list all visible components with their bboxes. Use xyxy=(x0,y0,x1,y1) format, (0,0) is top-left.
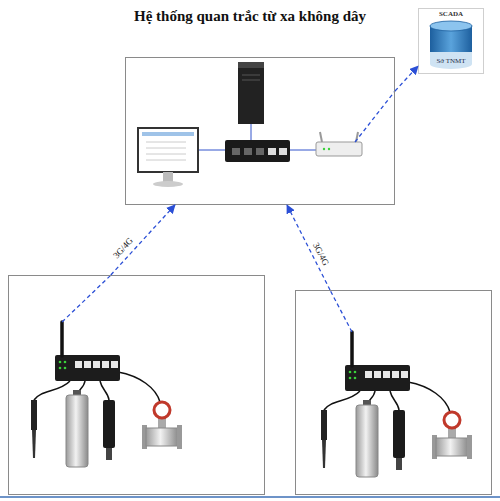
node-heading: SCADA xyxy=(419,11,483,19)
wireless-link xyxy=(395,66,418,91)
bottom-rule xyxy=(0,496,500,498)
link-label: 3G/4G xyxy=(111,236,135,261)
station-box xyxy=(8,275,265,495)
control-center-equipment xyxy=(138,62,362,187)
control-center-box xyxy=(125,57,395,205)
station-box xyxy=(295,290,492,495)
diagram-title: Hệ thống quan trắc từ xa không dây xyxy=(0,8,500,25)
link-label: 3G/4G xyxy=(311,240,331,266)
database-node: SCADA Sở TNMT xyxy=(418,8,484,74)
wireless-link xyxy=(111,205,175,275)
monitoring-station xyxy=(321,332,472,477)
node-label: Sở TNMT xyxy=(419,58,483,66)
link-extension xyxy=(62,91,395,332)
wireless-link xyxy=(287,205,330,290)
monitoring-station xyxy=(31,322,182,467)
